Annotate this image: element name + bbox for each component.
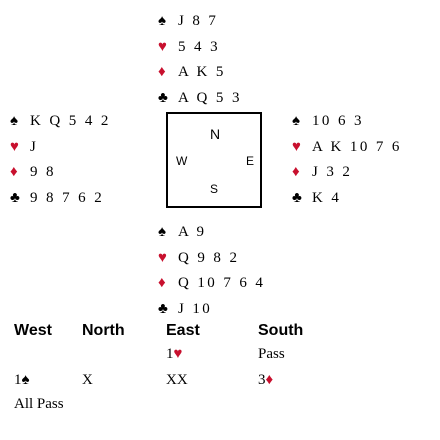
south-hearts-cards: Q 9 8 2 bbox=[178, 249, 240, 266]
diamond-icon: ♦ bbox=[292, 164, 300, 180]
auction-header-north: North bbox=[82, 322, 125, 339]
west-diamonds: ♦ 9 8 bbox=[10, 160, 111, 186]
east-clubs-cards: K 4 bbox=[312, 189, 342, 206]
west-clubs: ♣ 9 8 7 6 2 bbox=[10, 186, 111, 212]
south-hearts: ♥ Q 9 8 2 bbox=[158, 246, 265, 272]
south-hand: ♠ A 9 ♥ Q 9 8 2 ♦ Q 10 7 6 4 ♣ J 10 bbox=[158, 220, 265, 322]
west-diamonds-cards: 9 8 bbox=[30, 164, 56, 180]
auction-south-bid-2: 3♦ bbox=[258, 372, 273, 389]
north-hearts: ♥ 5 4 3 bbox=[158, 35, 242, 61]
north-hearts-cards: 5 4 3 bbox=[178, 38, 220, 55]
south-clubs-cards: J 10 bbox=[178, 300, 213, 317]
spade-icon: ♠ bbox=[158, 13, 166, 29]
compass-north-label: N bbox=[210, 126, 221, 142]
heart-icon: ♥ bbox=[10, 138, 19, 155]
north-spades: ♠ J 8 7 bbox=[158, 9, 242, 35]
compass-south-label: S bbox=[210, 182, 219, 196]
diamond-icon: ♦ bbox=[265, 372, 274, 388]
diamond-icon: ♦ bbox=[158, 275, 166, 291]
auction-north-bid-1: X bbox=[82, 372, 93, 388]
auction-header-east: East bbox=[166, 322, 200, 339]
south-spades-cards: A 9 bbox=[178, 224, 207, 240]
auction-west-bid-1: 1♠ bbox=[14, 372, 29, 389]
compass-box: N W E S bbox=[166, 112, 262, 208]
club-icon: ♣ bbox=[292, 189, 302, 206]
auction-south-bid-1: Pass bbox=[258, 346, 285, 362]
diamond-icon: ♦ bbox=[10, 164, 18, 180]
east-clubs: ♣ K 4 bbox=[292, 186, 402, 212]
north-diamonds: ♦ A K 5 bbox=[158, 60, 242, 86]
north-clubs: ♣ A Q 5 3 bbox=[158, 86, 242, 112]
east-hearts: ♥ A K 10 7 6 bbox=[292, 135, 402, 161]
south-diamonds: ♦ Q 10 7 6 4 bbox=[158, 271, 265, 297]
south-clubs: ♣ J 10 bbox=[158, 297, 265, 323]
south-diamonds-cards: Q 10 7 6 4 bbox=[178, 275, 266, 291]
compass-east-label: E bbox=[245, 154, 254, 168]
spade-icon: ♠ bbox=[292, 113, 300, 129]
west-hearts-cards: J bbox=[30, 138, 39, 155]
club-icon: ♣ bbox=[158, 300, 168, 317]
east-diamonds-cards: J 3 2 bbox=[312, 164, 353, 180]
east-spades-cards: 10 6 3 bbox=[312, 113, 364, 129]
auction-header-west: West bbox=[14, 322, 52, 339]
spade-icon: ♠ bbox=[10, 113, 18, 129]
club-icon: ♣ bbox=[158, 89, 168, 106]
east-hearts-cards: A K 10 7 6 bbox=[312, 138, 402, 155]
south-spades: ♠ A 9 bbox=[158, 220, 265, 246]
spade-icon: ♠ bbox=[158, 224, 166, 240]
east-diamonds: ♦ J 3 2 bbox=[292, 160, 402, 186]
west-hearts: ♥J bbox=[10, 135, 111, 161]
auction-final: All Pass bbox=[14, 396, 64, 412]
west-spades: ♠ K Q 5 4 2 bbox=[10, 109, 111, 135]
compass-west-label: W bbox=[176, 154, 188, 168]
east-hand: ♠ 10 6 3 ♥ A K 10 7 6 ♦ J 3 2 ♣ K 4 bbox=[292, 109, 402, 211]
west-clubs-cards: 9 8 7 6 2 bbox=[30, 189, 105, 206]
west-spades-cards: K Q 5 4 2 bbox=[30, 113, 111, 129]
north-clubs-cards: A Q 5 3 bbox=[178, 89, 242, 106]
west-hand: ♠K Q 5 4 2 ♥J ♦9 8 ♣9 8 7 6 2 bbox=[10, 109, 111, 211]
bid-level: 3 bbox=[258, 372, 266, 388]
heart-icon: ♥ bbox=[173, 346, 183, 362]
north-hand: ♠ J 8 7 ♥ 5 4 3 ♦ A K 5 ♣ A Q 5 3 bbox=[158, 9, 242, 111]
heart-icon: ♥ bbox=[158, 249, 167, 266]
bid-level: 1 bbox=[14, 372, 22, 388]
heart-icon: ♥ bbox=[158, 38, 167, 55]
east-spades: ♠ 10 6 3 bbox=[292, 109, 402, 135]
auction-east-bid-1: 1♥ bbox=[166, 346, 182, 363]
spade-icon: ♠ bbox=[21, 372, 30, 388]
bid-level: 1 bbox=[166, 346, 174, 362]
heart-icon: ♥ bbox=[292, 138, 301, 155]
auction-east-bid-2: XX bbox=[166, 372, 188, 388]
north-spades-cards: J 8 7 bbox=[178, 13, 219, 29]
north-diamonds-cards: A K 5 bbox=[178, 64, 226, 80]
auction-header-south: South bbox=[258, 322, 304, 339]
diamond-icon: ♦ bbox=[158, 64, 166, 80]
club-icon: ♣ bbox=[10, 189, 20, 206]
